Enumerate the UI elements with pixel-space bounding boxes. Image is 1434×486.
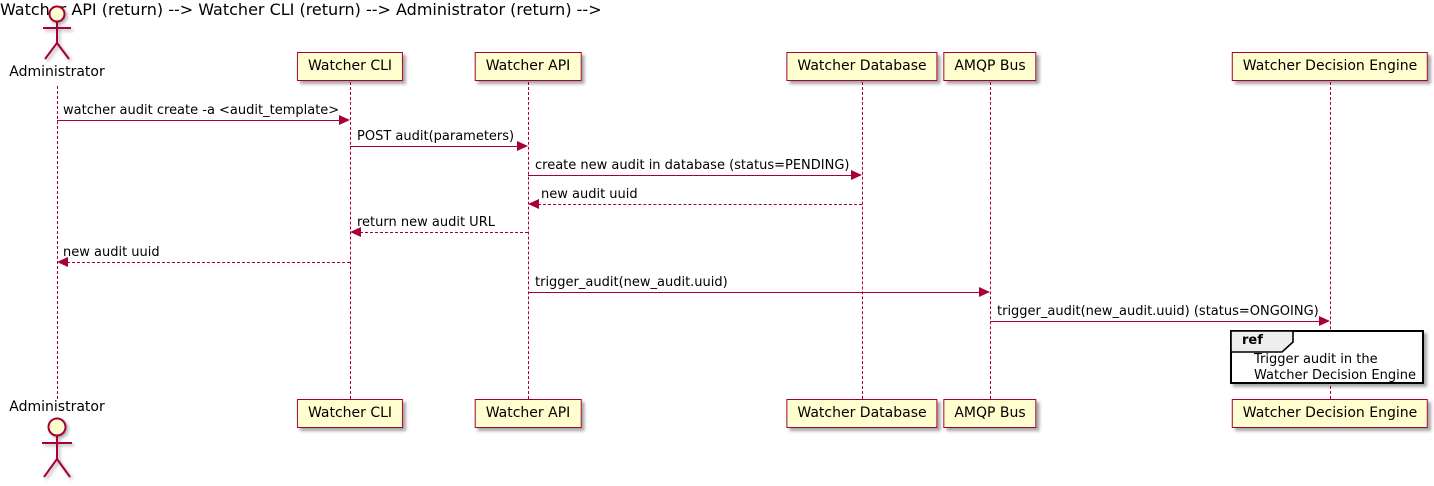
message-label: create new audit in database (status=PEN… xyxy=(535,158,850,173)
actor-icon xyxy=(42,417,72,478)
ref-text-line1: Trigger audit in the xyxy=(1254,352,1378,367)
lifeline-watcher-cli xyxy=(350,82,351,399)
actor-label-top: Administrator xyxy=(9,64,105,80)
message-label: watcher audit create -a <audit_template> xyxy=(63,103,340,118)
message-line xyxy=(350,146,518,147)
participant-top-watcher-database: Watcher Database xyxy=(786,52,938,81)
arrowhead-icon xyxy=(339,115,350,125)
message-label: return new audit URL xyxy=(357,215,495,230)
lifeline-administrator xyxy=(57,86,58,399)
participant-top-watcher-api: Watcher API xyxy=(474,52,582,81)
message-line xyxy=(990,321,1320,322)
ref-text-line2: Watcher Decision Engine xyxy=(1254,368,1416,383)
message-line xyxy=(528,175,852,176)
ref-keyword: ref xyxy=(1242,333,1263,348)
arrowhead-icon xyxy=(350,227,361,237)
lifeline-watcher-decision-engine xyxy=(1330,82,1331,399)
ref-fragment: ref Trigger audit in the Watcher Decisio… xyxy=(1230,330,1424,384)
actor-icon xyxy=(43,5,71,60)
message-line xyxy=(67,262,350,263)
lifeline-watcher-database xyxy=(862,82,863,399)
arrowhead-icon xyxy=(517,141,528,151)
message-label: trigger_audit(new_audit.uuid) (status=ON… xyxy=(997,304,1319,319)
lifeline-amqp-bus xyxy=(990,82,991,399)
message-line xyxy=(528,292,980,293)
arrowhead-icon xyxy=(528,199,539,209)
arrowhead-icon xyxy=(979,287,990,297)
participant-top-watcher-cli: Watcher CLI xyxy=(296,52,404,81)
participant-bottom-watcher-database: Watcher Database xyxy=(786,399,938,428)
message-line xyxy=(538,204,862,205)
message-line xyxy=(57,120,340,121)
participant-bottom-watcher-decision-engine: Watcher Decision Engine xyxy=(1231,399,1429,428)
arrowhead-icon xyxy=(851,170,862,180)
actor-label-bottom: Administrator xyxy=(9,399,105,415)
participant-bottom-watcher-cli: Watcher CLI xyxy=(296,399,404,428)
message-label: new audit uuid xyxy=(63,245,160,260)
participant-bottom-watcher-api: Watcher API xyxy=(474,399,582,428)
arrowhead-icon xyxy=(1319,316,1330,326)
participant-bottom-amqp-bus: AMQP Bus xyxy=(943,399,1037,428)
lifeline-watcher-api xyxy=(528,82,529,399)
ref-header-pentagon xyxy=(1231,331,1294,353)
arrowhead-icon xyxy=(57,257,68,267)
message-label: new audit uuid xyxy=(541,187,638,202)
message-label: POST audit(parameters) xyxy=(357,129,515,144)
message-label: trigger_audit(new_audit.uuid) xyxy=(535,275,728,290)
message-line xyxy=(360,232,528,233)
participant-top-watcher-decision-engine: Watcher Decision Engine xyxy=(1231,52,1429,81)
participant-top-amqp-bus: AMQP Bus xyxy=(943,52,1037,81)
